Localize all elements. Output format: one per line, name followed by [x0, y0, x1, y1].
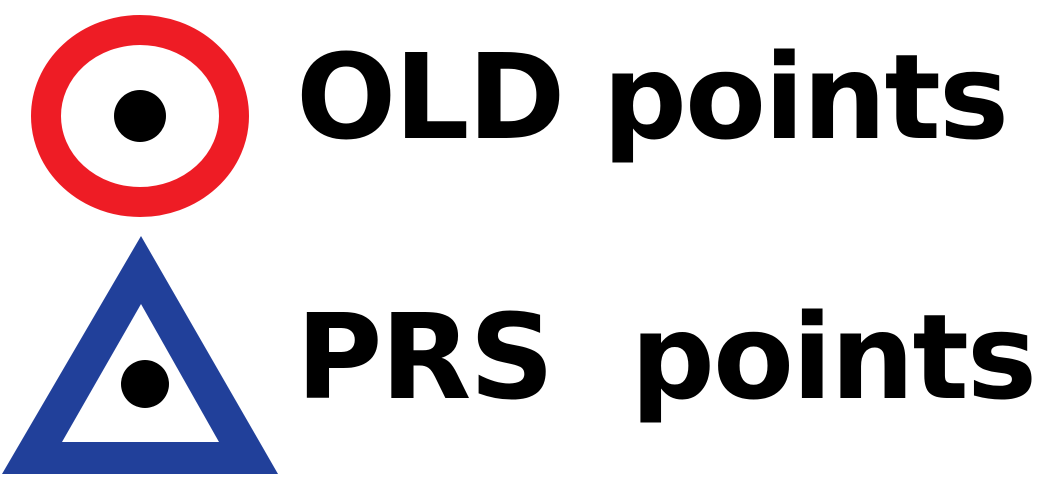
blue-triangle-with-black-dot-icon [2, 236, 278, 474]
legend-label-prs-points: PRS points [296, 288, 1037, 426]
legend-label-old-points: OLD points [296, 28, 1009, 166]
red-ring [31, 15, 249, 217]
legend-item-old-points: OLD points [0, 0, 1041, 232]
black-dot [121, 360, 169, 408]
red-ring-with-black-dot-icon [31, 15, 249, 217]
legend-item-prs-points: PRS points [0, 232, 1041, 477]
black-dot [114, 90, 166, 142]
